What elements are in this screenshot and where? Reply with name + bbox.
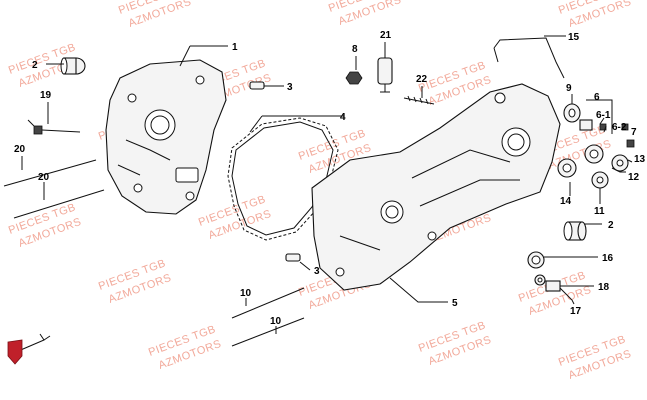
label-part-7: 7 (631, 127, 637, 138)
label-part-4: 4 (340, 112, 346, 123)
label-part-3-lower: 3 (314, 266, 320, 277)
washer-17 (534, 274, 546, 286)
label-part-2-right: 2 (608, 220, 614, 231)
label-part-16: 16 (602, 253, 614, 264)
seal-9 (563, 103, 581, 123)
label-part-20-upper: 20 (14, 144, 26, 155)
label-part-22: 22 (416, 74, 428, 85)
bolt-19 (33, 125, 81, 135)
label-part-3-upper: 3 (287, 82, 293, 93)
breather-hose-15 (493, 37, 565, 79)
small-plug-7 (626, 139, 635, 148)
label-part-8: 8 (352, 44, 358, 55)
brand-shield-icon (7, 339, 23, 365)
label-part-12: 12 (628, 172, 640, 183)
stud-22 (403, 95, 435, 105)
bearing-12 (584, 144, 604, 164)
spring-21 (377, 57, 393, 93)
left-crankcase-half (105, 59, 227, 215)
label-part-18: 18 (598, 282, 610, 293)
label-part-9: 9 (566, 83, 572, 94)
dowel-pin-upper (249, 81, 265, 90)
label-part-6: 6 (594, 92, 600, 103)
bearing-13 (611, 154, 629, 172)
long-bolt-20b (13, 189, 105, 219)
label-part-21: 21 (380, 30, 392, 41)
label-part-1: 1 (232, 42, 238, 53)
bushing-top-left (60, 57, 86, 75)
bearing-14 (557, 158, 577, 178)
bushing-right (563, 221, 587, 241)
leader-lines (21, 35, 633, 334)
label-part-2-left: 2 (32, 60, 38, 71)
label-part-10-lower: 10 (270, 316, 282, 327)
label-part-5: 5 (452, 298, 458, 309)
label-part-20-lower: 20 (38, 172, 50, 183)
nut-8 (345, 71, 363, 85)
seal-11 (591, 171, 609, 189)
oil-seal-16 (527, 251, 545, 269)
long-bolt-10a (231, 287, 305, 319)
long-bolt-20a (3, 159, 97, 187)
dowel-pin-lower (285, 253, 301, 262)
label-part-6-1: 6-1 (596, 110, 611, 121)
label-part-6-2: 6-2 (612, 122, 627, 133)
label-part-17: 17 (570, 306, 582, 317)
long-bolt-10b (231, 317, 305, 347)
label-part-10-upper: 10 (240, 288, 252, 299)
right-crankcase-half (311, 83, 561, 291)
part-number-labels: 1 2 2 3 3 4 5 6 6-1 6-2 7 8 9 10 10 11 1… (14, 30, 646, 327)
label-part-11: 11 (594, 206, 605, 217)
label-part-14: 14 (560, 196, 572, 207)
label-part-15: 15 (568, 32, 580, 43)
label-part-19-top: 19 (40, 90, 52, 101)
assembly-6 (579, 119, 629, 131)
label-part-13: 13 (634, 154, 646, 165)
